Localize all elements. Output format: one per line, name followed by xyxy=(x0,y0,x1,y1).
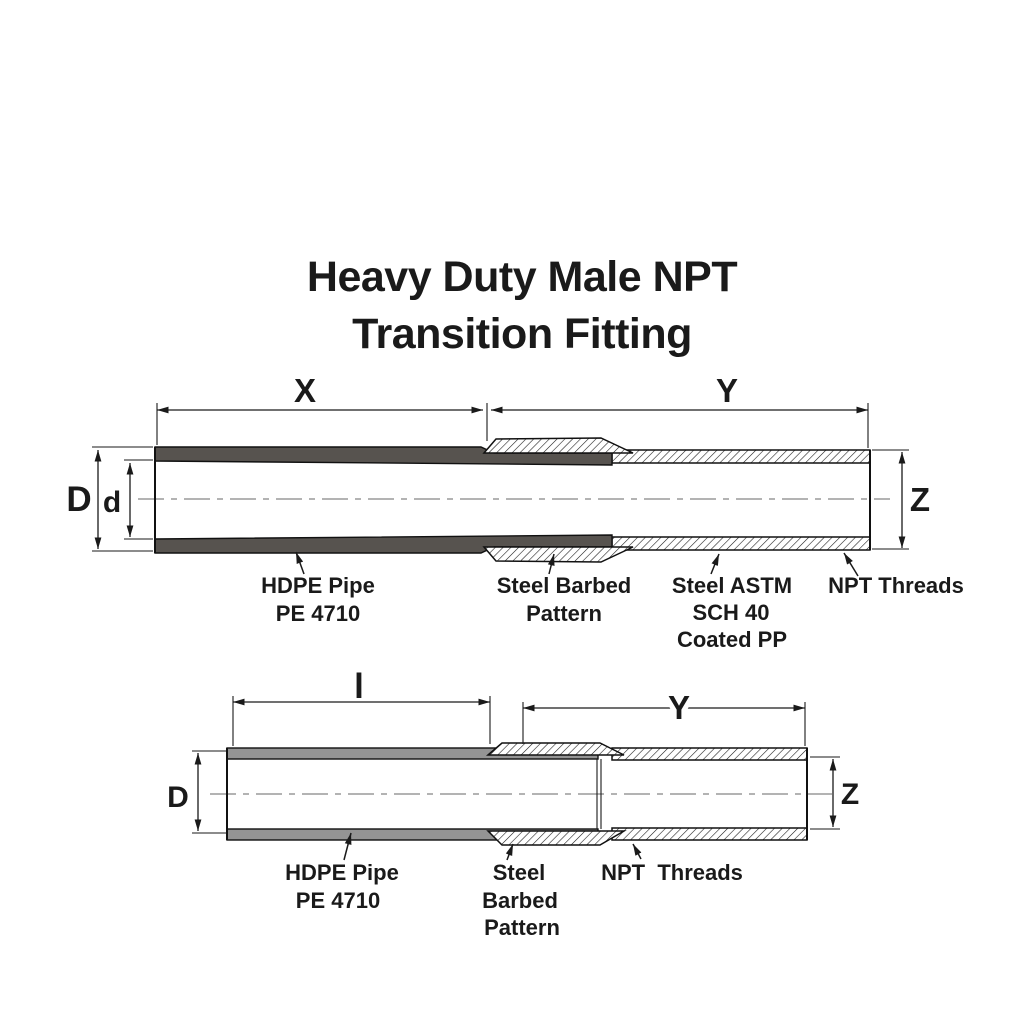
bottom-npt-leader-arrow xyxy=(632,843,642,860)
page-title-line-1: Heavy Duty Male NPT xyxy=(307,253,737,301)
top-steel-pipe-wall-bottom xyxy=(611,536,871,551)
top-steel-pipe-wall-top xyxy=(611,449,871,464)
bottom-hdpe-leader-arrow xyxy=(343,832,352,861)
top-dim-label-outer-diameter: D xyxy=(66,480,91,519)
top-barbed-leader-arrow xyxy=(547,553,555,575)
bottom-view: l Y D Z HDPE Pipe PE 4710 Steel Barbed P… xyxy=(167,667,859,940)
top-hdpe-leader-arrow xyxy=(295,551,305,575)
bottom-steel-pipe-wall-bottom xyxy=(611,827,808,841)
top-view: X Y D d Z HDPE Pipe PE 4710 Steel Barbed… xyxy=(66,372,963,652)
bottom-dim-label-y: Y xyxy=(668,689,690,726)
top-barbed-label-line2: Pattern xyxy=(526,601,602,626)
bottom-steel-pipe-wall-top xyxy=(611,747,808,761)
bottom-hdpe-label-line2: PE 4710 xyxy=(296,888,380,913)
bottom-barbed-label-line1: Steel xyxy=(493,860,546,885)
top-hdpe-label-line1: HDPE Pipe xyxy=(261,573,375,598)
bottom-barbed-collar-bottom xyxy=(486,830,627,846)
top-steel-label-line2: SCH 40 xyxy=(692,600,769,625)
bottom-npt-label: NPT Threads xyxy=(601,860,743,885)
bottom-hdpe-label-line1: HDPE Pipe xyxy=(285,860,399,885)
top-barbed-collar-bottom xyxy=(482,546,634,563)
bottom-barbed-label-line2: Barbed xyxy=(482,888,558,913)
top-dim-label-inner-diameter: d xyxy=(103,486,121,519)
bottom-barbed-label-line3: Pattern xyxy=(484,915,560,940)
bottom-barbed-collar-top xyxy=(485,742,625,756)
top-hdpe-label-line2: PE 4710 xyxy=(276,601,360,626)
top-npt-leader-arrow xyxy=(843,552,859,577)
top-steel-leader-arrow xyxy=(710,553,720,575)
bottom-barbed-leader-arrow xyxy=(505,843,514,861)
top-npt-label: NPT Threads xyxy=(828,573,964,598)
bottom-dim-label-l: l xyxy=(354,667,364,706)
top-barbed-label-line1: Steel Barbed xyxy=(497,573,632,598)
top-steel-label-line3: Coated PP xyxy=(677,627,787,652)
top-dim-label-y: Y xyxy=(716,372,738,409)
page-title-line-2: Transition Fitting xyxy=(352,310,692,358)
bottom-dim-label-outer-diameter: D xyxy=(167,781,189,814)
top-dim-label-x: X xyxy=(294,372,316,409)
top-dim-label-z: Z xyxy=(910,481,930,518)
top-barbed-collar-top xyxy=(482,437,634,454)
top-steel-label-line1: Steel ASTM xyxy=(672,573,792,598)
bottom-dim-label-z: Z xyxy=(841,778,859,811)
